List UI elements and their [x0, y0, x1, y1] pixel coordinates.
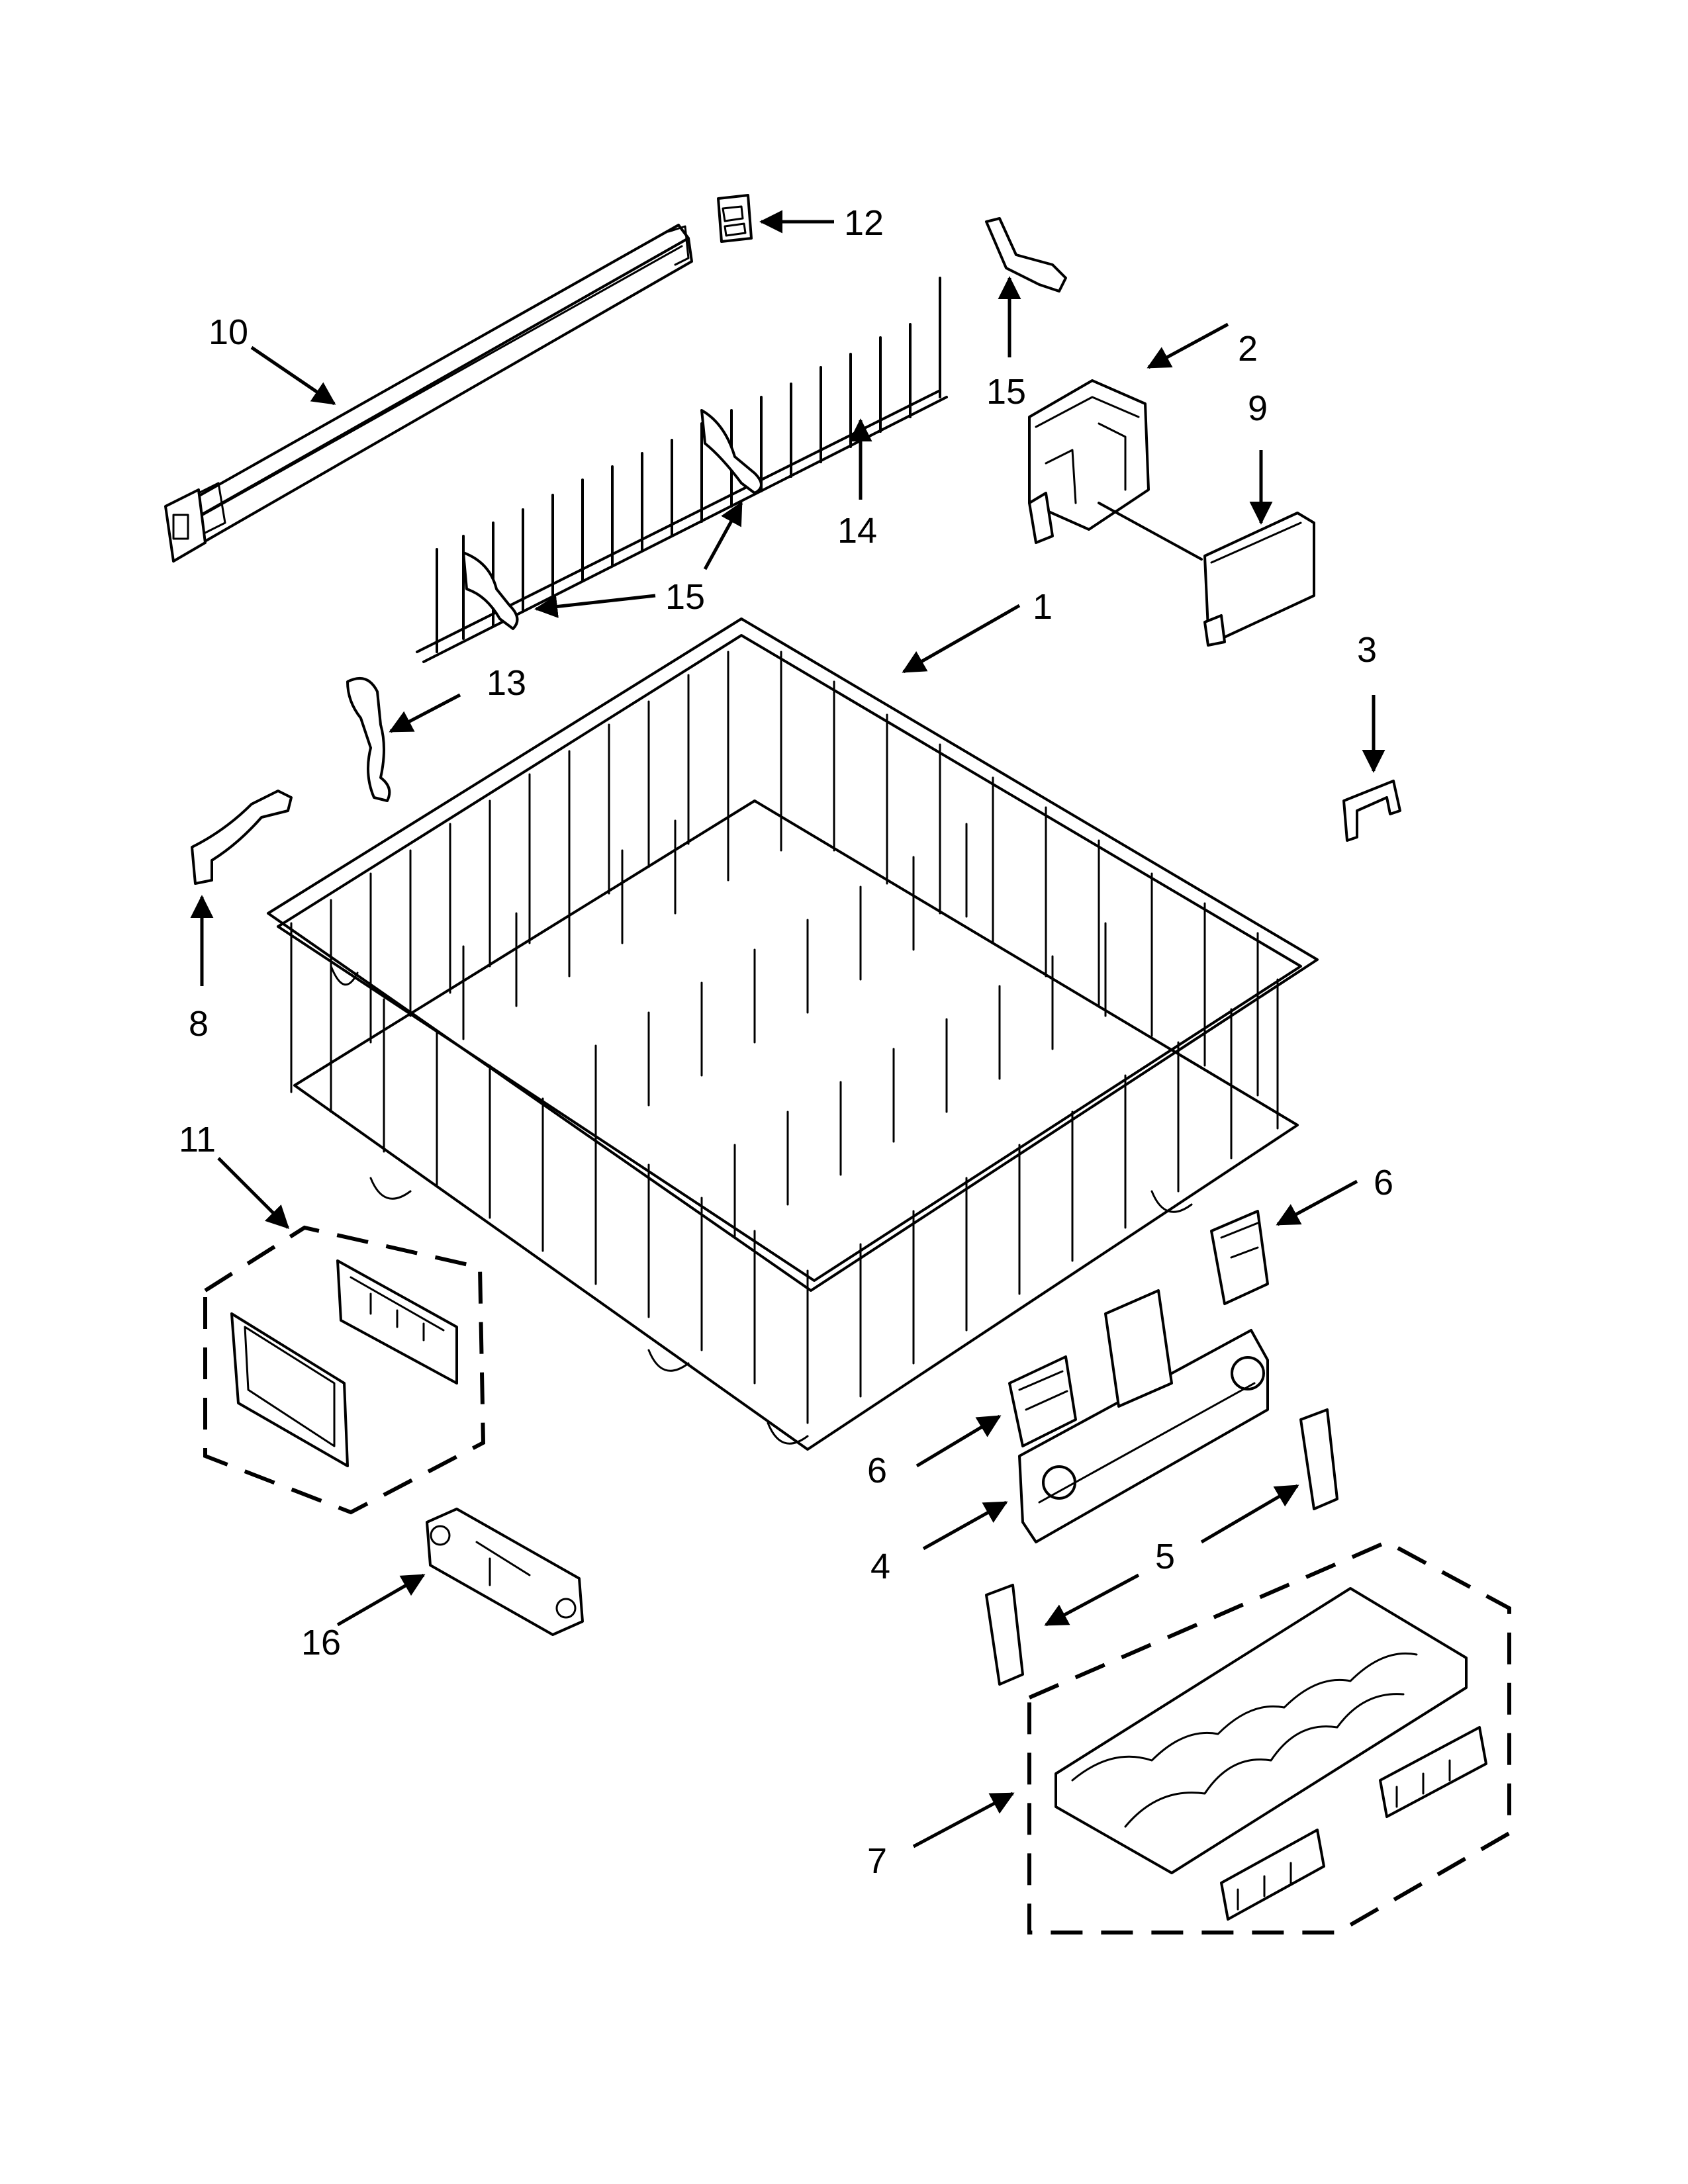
callout-16: 16: [301, 1623, 341, 1662]
callout-15-middle: 15: [665, 577, 705, 617]
part-9-cover[interactable]: [1203, 512, 1315, 647]
part-12-clip[interactable]: [717, 194, 753, 243]
part-16-wheel-carrier[interactable]: [426, 1508, 584, 1636]
callout-4: 4: [870, 1547, 890, 1586]
callout-2: 2: [1238, 329, 1258, 369]
callout-6-lower: 6: [867, 1451, 887, 1490]
callout-3: 3: [1357, 630, 1377, 670]
part-5-slide-left[interactable]: [985, 1584, 1024, 1686]
part-13-tine-clip[interactable]: [346, 677, 391, 802]
callout-6-upper: 6: [1374, 1163, 1393, 1203]
callout-10: 10: [209, 312, 248, 352]
part-11-handle-assembly[interactable]: [203, 1225, 486, 1515]
callout-14: 14: [837, 511, 877, 551]
part-5-slide-right[interactable]: [1299, 1408, 1338, 1510]
callout-15-top: 15: [986, 372, 1026, 412]
callout-7: 7: [867, 1841, 887, 1881]
callout-12: 12: [844, 203, 884, 243]
callout-9: 9: [1248, 388, 1268, 428]
callout-13: 13: [487, 663, 526, 703]
part-7-holder-assembly[interactable]: [1027, 1539, 1511, 1934]
part-2-adjuster-housing[interactable]: [1028, 379, 1150, 544]
callout-11: 11: [179, 1120, 216, 1160]
leader-arrows: [190, 210, 1385, 1848]
part-10-rack-rail[interactable]: [164, 224, 693, 563]
part-9-leader-line: [1098, 502, 1203, 561]
part-4-adjuster[interactable]: [1018, 1289, 1269, 1543]
callout-5: 5: [1155, 1537, 1175, 1576]
part-15-clip-top[interactable]: [985, 217, 1067, 293]
part-8-clip[interactable]: [191, 790, 293, 885]
callout-1: 1: [1033, 587, 1053, 627]
part-6-clip-upper[interactable]: [1210, 1210, 1269, 1305]
part-3-clip[interactable]: [1342, 780, 1401, 842]
part-6-clip-lower[interactable]: [1008, 1355, 1077, 1447]
callout-8: 8: [189, 1004, 209, 1044]
part-1-upper-rack[interactable]: [267, 617, 1319, 1451]
